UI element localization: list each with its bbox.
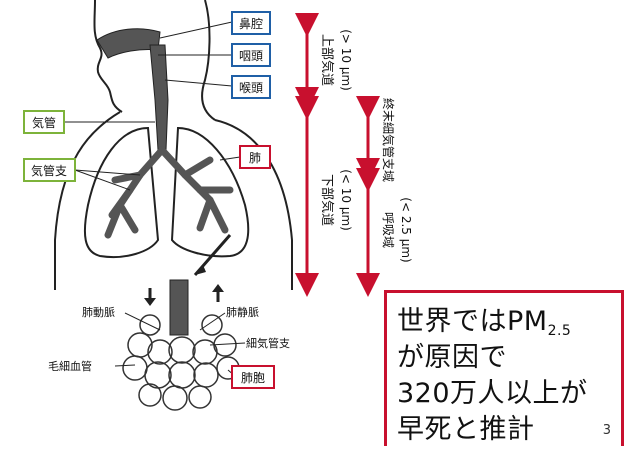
- callout-line-1: 世界ではPM2.5: [397, 299, 571, 339]
- bronchiole-tube: [169, 279, 189, 336]
- upper-size-label: (> 10 µm): [339, 29, 353, 91]
- lower-size-label: (< 10 µm): [339, 169, 353, 231]
- callout-line-3: 320万人以上が: [397, 378, 588, 409]
- trachea-box: [23, 110, 65, 134]
- head-outline: [93, 0, 123, 113]
- pm25-callout-box: 世界ではPM2.5 が原因で 320万人以上が 早死と推計 3: [384, 290, 624, 446]
- capillary-label: 毛細血管: [48, 359, 92, 373]
- callout-line-2: が原因で: [397, 342, 507, 373]
- callout-line-4: 早死と推計: [397, 414, 535, 445]
- callout-line-1-text: 世界ではPM: [397, 306, 548, 337]
- neck-back-outline: [201, 0, 216, 121]
- lung-box: [239, 145, 271, 169]
- pharynx-label: 咽頭: [239, 49, 263, 63]
- pharynx-box: [231, 43, 271, 67]
- alveoli-box: [231, 365, 275, 389]
- nasal-cavity-label: 鼻腔: [239, 16, 263, 31]
- terminal-bronchiole-label: 終末細気管支域: [381, 98, 396, 182]
- bronchi-label: 気管支: [31, 163, 67, 178]
- nasal-cavity-box: [231, 11, 271, 35]
- upper-airway-label: 上部気道: [319, 34, 335, 86]
- alveoli-label: 肺胞: [241, 371, 265, 385]
- respiratory-label: 呼吸域: [381, 212, 395, 248]
- right-lung-outline: [170, 126, 250, 258]
- page-number: 3: [602, 423, 611, 438]
- lower-airway-label: 下部気道: [319, 174, 335, 226]
- bronchial-tree: [104, 146, 234, 239]
- lung-label: 肺: [249, 151, 261, 165]
- respiratory-size-label: (< 2.5 µm): [399, 197, 413, 262]
- left-lung-outline: [83, 126, 160, 258]
- nasal-cavity-shape: [96, 28, 161, 59]
- callout-subscript: 2.5: [547, 323, 572, 339]
- leader-lines: [64, 21, 246, 377]
- alveoli-cluster: [122, 314, 240, 411]
- larynx-box: [231, 75, 271, 99]
- pulmonary-vein-label: 肺静脈: [226, 305, 259, 319]
- pulmonary-artery-label: 肺動脈: [82, 305, 115, 319]
- larynx-label: 喉頭: [239, 81, 263, 95]
- bronchi-box: [23, 158, 76, 182]
- trachea-shape: [149, 44, 169, 151]
- bronchiole-label: 細気管支: [246, 336, 290, 350]
- trachea-label: 気管: [32, 115, 56, 130]
